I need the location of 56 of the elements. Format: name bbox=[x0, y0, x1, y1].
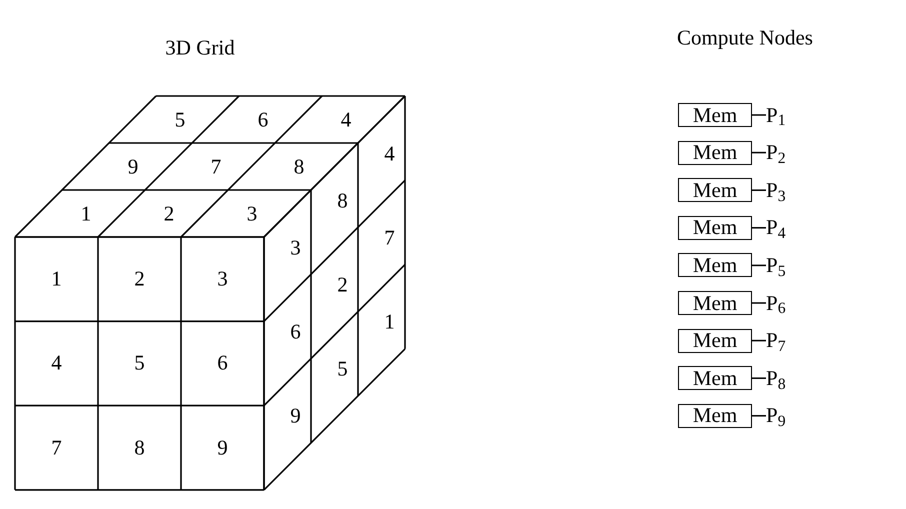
grid-number: 4 bbox=[384, 143, 395, 164]
connector-line bbox=[752, 189, 766, 191]
connector-line bbox=[752, 340, 766, 342]
connector-line bbox=[752, 377, 766, 379]
grid-number: 2 bbox=[164, 203, 174, 224]
grid-number: 7 bbox=[210, 156, 222, 177]
heading: Compute Nodes bbox=[677, 28, 813, 48]
grid-number: 3 bbox=[217, 268, 228, 290]
connector-line bbox=[752, 152, 766, 154]
connector-line bbox=[752, 302, 766, 304]
memory-box: Mem bbox=[678, 140, 752, 165]
grid-number: 1 bbox=[80, 203, 92, 224]
processor-label: P$_{4}$ bbox=[766, 214, 800, 242]
grid-number: 9 bbox=[128, 156, 138, 177]
grid-number: 8 bbox=[134, 437, 145, 458]
grid-number: 7 bbox=[384, 227, 395, 248]
grid-number: 5 bbox=[134, 352, 145, 374]
grid-number: 1 bbox=[51, 268, 62, 290]
connector-line bbox=[752, 415, 766, 417]
processor-label: P$_{7}$ bbox=[766, 326, 800, 355]
grid-number: 9 bbox=[217, 437, 228, 458]
processor-label: P$_{9}$ bbox=[766, 402, 800, 430]
memory-box: Mem bbox=[678, 253, 752, 278]
grid-number: 6 bbox=[290, 321, 301, 342]
heading: 3D Grid bbox=[165, 38, 235, 58]
processor-label: P$_{1}$ bbox=[766, 101, 800, 129]
processor-label: P$_{5}$ bbox=[766, 251, 800, 280]
grid-number: 3 bbox=[246, 203, 258, 224]
memory-box: Mem bbox=[678, 404, 752, 428]
grid-number: 6 bbox=[258, 109, 268, 130]
grid-number: 7 bbox=[51, 437, 62, 458]
memory-box: Mem bbox=[678, 103, 752, 127]
processor-label: P$_{2}$ bbox=[766, 138, 800, 167]
grid-number: 2 bbox=[337, 274, 348, 296]
grid-number: 5 bbox=[174, 109, 186, 130]
processor-label: P$_{3}$ bbox=[766, 176, 800, 204]
grid-number: 4 bbox=[51, 352, 62, 374]
grid-number: 3 bbox=[290, 237, 301, 258]
grid-number: 2 bbox=[134, 268, 145, 290]
grid-number: 5 bbox=[337, 358, 348, 380]
memory-box: Mem bbox=[678, 178, 752, 202]
grid-number: 9 bbox=[290, 406, 301, 427]
grid-number: 6 bbox=[217, 352, 228, 374]
grid-number: 8 bbox=[337, 190, 348, 212]
grid-number: 4 bbox=[340, 109, 352, 130]
connector-line bbox=[752, 264, 766, 266]
memory-box: Mem bbox=[678, 328, 752, 353]
grid-number: 8 bbox=[294, 156, 304, 177]
processor-label: P$_{8}$ bbox=[766, 364, 800, 392]
grid-number: 1 bbox=[384, 312, 395, 333]
connector-line bbox=[752, 114, 766, 116]
processor-label: P$_{6}$ bbox=[766, 289, 800, 317]
connector-line bbox=[752, 227, 766, 229]
memory-box: Mem bbox=[678, 216, 752, 240]
memory-box: Mem bbox=[678, 366, 752, 390]
memory-box: Mem bbox=[678, 291, 752, 315]
